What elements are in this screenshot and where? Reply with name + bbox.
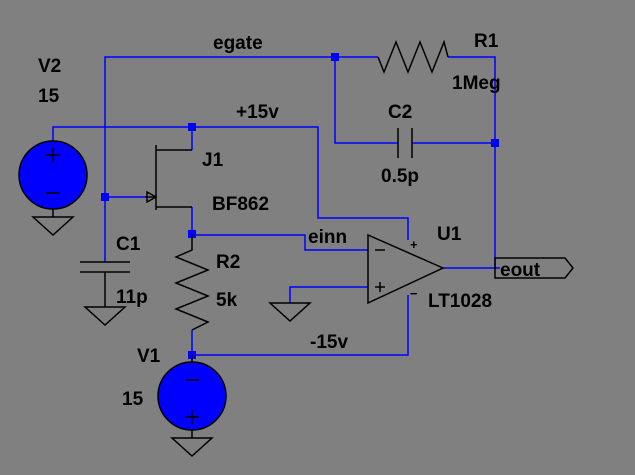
value-j1: BF862 [212, 194, 269, 215]
voltage-source-v1 [157, 355, 227, 438]
wire-neg-supply [192, 295, 409, 356]
wire-einn [191, 207, 368, 251]
wire-r1-out [448, 56, 496, 268]
ref-u1: U1 [437, 224, 462, 245]
ground-v1-icon [170, 437, 214, 458]
ref-v2: V2 [38, 56, 61, 77]
resistor-r2-symbol [174, 235, 210, 331]
voltage-source-v2 [18, 140, 88, 217]
ref-c2: C2 [388, 102, 412, 123]
value-c1: 11p [116, 287, 148, 308]
value-r2: 5k [216, 290, 238, 311]
components [18, 39, 574, 458]
junction-source [188, 230, 196, 238]
value-r1: 1Meg [452, 73, 501, 94]
ground-c1-icon [83, 306, 127, 327]
ground-v2-icon [31, 216, 75, 237]
net-label-eout: eout [500, 260, 541, 281]
ref-j1: J1 [202, 150, 224, 171]
junction-gate [101, 193, 109, 201]
junction-egate [331, 53, 339, 61]
jfet-j1-symbol [145, 145, 192, 210]
resistor-r1-symbol [377, 39, 449, 75]
net-label-egate: egate [213, 33, 263, 54]
net-label-neg-supply: -15v [310, 332, 348, 353]
junctions [101, 53, 499, 359]
junction-output-c2 [491, 139, 499, 147]
value-v1: 15 [122, 389, 144, 410]
net-label-pos-supply: +15v [236, 102, 279, 123]
opamp-supply-plus-mark: + [410, 237, 418, 252]
net-label-einn: einn [308, 227, 347, 248]
value-u1: LT1028 [428, 291, 492, 312]
ref-v1: V1 [137, 346, 161, 367]
value-c2: 0.5p [381, 166, 419, 187]
ground-opamp-icon [268, 302, 312, 323]
opamp-u1-symbol [367, 233, 445, 305]
wire-egate-top [104, 56, 378, 195]
wire-opamp-plus-gnd [289, 286, 368, 303]
wire-pos-supply [52, 126, 409, 240]
value-v2: 15 [38, 86, 60, 107]
wire-egate-c2 [334, 57, 398, 144]
ref-c1: C1 [116, 234, 141, 255]
junction-pos-supply [188, 123, 196, 131]
labels: egate R1 1Meg V2 15 +15v C2 0.5p J1 BF86… [38, 31, 541, 410]
ref-r1: R1 [474, 31, 499, 52]
ref-r2: R2 [216, 252, 240, 273]
opamp-supply-minus-mark: − [410, 286, 418, 301]
output-port-eout [494, 257, 574, 279]
